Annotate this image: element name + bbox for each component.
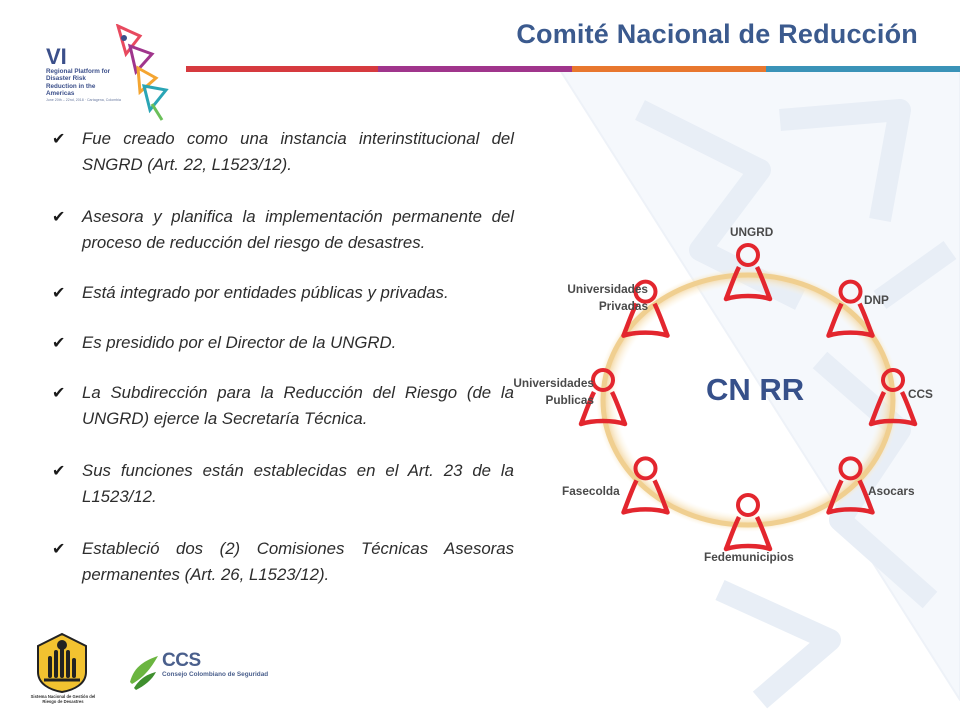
bullet-item: ✔ Es presidido por el Director de la UNGR… bbox=[52, 330, 514, 356]
ccs-name: CCS bbox=[162, 650, 201, 671]
event-logo: VI Regional Platform for Disaster Risk R… bbox=[40, 24, 175, 124]
diagram-center-label: CN RR bbox=[706, 372, 805, 407]
member-label-ccs: CCS bbox=[908, 387, 933, 401]
member-label-fedemunicipios: Fedemunicipios bbox=[704, 550, 794, 564]
bullet-item: ✔ Fue creado como una instancia interinst… bbox=[52, 126, 514, 178]
committee-ring bbox=[600, 272, 896, 528]
bullet-item: ✔ La Subdirección para la Reducción del R… bbox=[52, 380, 514, 432]
bullet-text: Estableció dos (2) Comisiones Técnicas A… bbox=[82, 539, 514, 584]
ring-glow bbox=[596, 268, 900, 532]
bullet-list: ✔ Fue creado como una instancia interinst… bbox=[52, 126, 514, 588]
checkmark-icon: ✔ bbox=[52, 285, 66, 302]
bullet-item: ✔ Estableció dos (2) Comisiones Técnicas … bbox=[52, 536, 514, 588]
bullet-text: Sus funciones están establecidas en el A… bbox=[82, 461, 514, 506]
ccs-logo: CCS Consejo Colombiano de Seguridad bbox=[126, 650, 276, 698]
checkmark-icon: ✔ bbox=[52, 131, 66, 148]
committee-diagram bbox=[490, 210, 960, 585]
checkmark-icon: ✔ bbox=[52, 463, 66, 480]
member-label-fasecolda: Fasecolda bbox=[562, 484, 620, 498]
member-label-ungrd: UNGRD bbox=[730, 225, 774, 239]
event-logo-number: VI bbox=[46, 44, 67, 69]
stripe-purple bbox=[378, 66, 572, 72]
stripe-blue bbox=[766, 66, 960, 72]
bullet-text: Es presidido por el Director de la UNGRD… bbox=[82, 333, 397, 352]
checkmark-icon: ✔ bbox=[52, 541, 66, 558]
sngrd-emblem bbox=[37, 632, 87, 694]
bullet-text: Está integrado por entidades públicas y … bbox=[82, 283, 449, 302]
bullet-text: Asesora y planifica la implementación pe… bbox=[82, 207, 514, 252]
bullet-item: ✔ Asesora y planifica la implementación p… bbox=[52, 204, 514, 256]
bullet-item: ✔ Sus funciones están establecidas en el … bbox=[52, 458, 514, 510]
bullet-text: Fue creado como una instancia interinsti… bbox=[82, 129, 514, 174]
slide-title: Comité Nacional de Reducción bbox=[516, 19, 918, 49]
checkmark-icon: ✔ bbox=[52, 335, 66, 352]
stripe-orange bbox=[572, 66, 766, 72]
sngrd-logo: Sistema Nacional de Gestión del Riesgo d… bbox=[31, 632, 95, 712]
checkmark-icon: ✔ bbox=[52, 209, 66, 226]
member-label-dnp: DNP bbox=[864, 293, 889, 307]
event-logo-graphic bbox=[115, 24, 169, 121]
ccs-caption: Consejo Colombiano de Seguridad bbox=[162, 671, 269, 678]
ccs-leaf-icon bbox=[130, 656, 158, 690]
bullet-text: La Subdirección para la Reducción del Ri… bbox=[82, 383, 514, 428]
stripe-red bbox=[186, 66, 378, 72]
event-logo-dates: June 20th – 22nd, 2018 · Cartagena, Colo… bbox=[46, 98, 121, 102]
checkmark-icon: ✔ bbox=[52, 385, 66, 402]
member-label-universidades-publicas: Universidades Publicas bbox=[513, 376, 594, 407]
member-label-universidades-privadas: Universidades Privadas bbox=[567, 282, 648, 313]
title-underline bbox=[186, 66, 960, 72]
bullet-item: ✔ Está integrado por entidades públicas y… bbox=[52, 280, 514, 306]
member-label-asocars: Asocars bbox=[868, 484, 915, 498]
sngrd-caption: Sistema Nacional de Gestión del Riesgo d… bbox=[30, 694, 96, 704]
event-logo-name: Regional Platform for Disaster Risk Redu… bbox=[46, 68, 111, 98]
footer-logos: Sistema Nacional de Gestión del Riesgo d… bbox=[31, 632, 276, 712]
